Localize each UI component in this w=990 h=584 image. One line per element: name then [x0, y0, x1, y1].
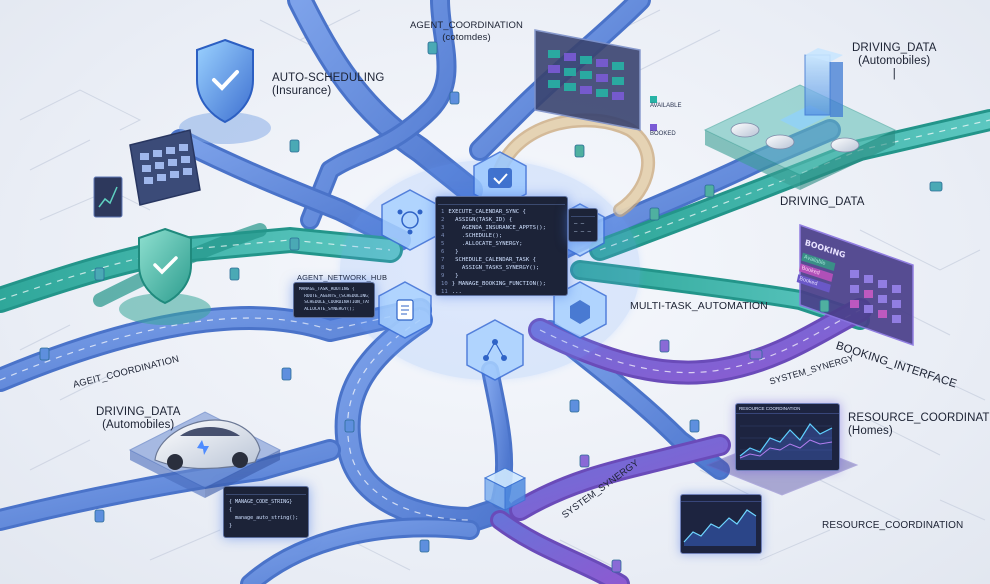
resource-chart-panel: RESOURCE COORDINATION — [735, 403, 840, 471]
legend-swatch-available — [650, 96, 657, 103]
code-line: manage_auto_string(); — [229, 514, 303, 522]
code-text: } — [229, 523, 233, 529]
code-text: MANAGE_TASK_ROUTING { — [299, 287, 355, 292]
multi-task-label: MULTI-TASK_AUTOMATION — [630, 300, 768, 312]
code-text: } — [448, 273, 459, 279]
bottom-cube — [483, 467, 527, 511]
schedule-board — [534, 29, 641, 131]
line-number: 11 — [441, 289, 448, 295]
code-line: } — [229, 522, 303, 530]
driving-data-mid-label: DRIVING_DATA — [780, 196, 865, 208]
car-platform — [128, 411, 282, 498]
code-text: } MANAGE_BOOKING_FUNCTION(); — [451, 281, 547, 287]
bottom-chart-panel — [680, 494, 762, 554]
auto-scheduling-label: AUTO-SCHEDULING (Insurance) — [272, 72, 385, 97]
hex-mid-right — [553, 281, 607, 339]
code-text: SCHEDULE_COORDINATION_TASKS() — [304, 300, 369, 305]
calendar-icon — [129, 129, 201, 206]
line-number: 3 — [441, 225, 445, 231]
line-number: 7 — [441, 257, 445, 263]
code-lines: { MANAGE_CODE_STRING} { manage_auto_strin… — [229, 498, 303, 530]
code-line: ALLOCATE_SYNERGY(); — [299, 307, 369, 314]
booking-board — [799, 223, 914, 347]
bottom-chart-titlebar — [681, 495, 761, 502]
code-text: { MANAGE_CODE_STRING} — [229, 499, 293, 505]
code-text: { — [229, 507, 233, 513]
line-number: 6 — [441, 249, 445, 255]
line-number: 10 — [441, 281, 448, 287]
resource-chart-title: RESOURCE COORDINATION — [736, 404, 839, 414]
code-text: .ALLOCATE_SYNERGY; — [448, 241, 523, 247]
code-text: SCHEDULE_CALENDAR_TASK { — [448, 257, 536, 263]
line-number: 2 — [441, 217, 445, 223]
code-text: ALLOCATE_SYNERGY(); — [299, 306, 355, 312]
hub-code-panel: MANAGE_TASK_ROUTING { ROUTE_AGENTS_(SCHE… — [293, 282, 375, 318]
code-chip-line: — — — — [574, 229, 591, 235]
code-text: .SCHEDULE(); — [448, 233, 503, 239]
code-line: 2 ASSIGN(TASK_ID) { — [441, 216, 562, 224]
purple-roads — [490, 113, 872, 584]
code-line: 11... — [441, 288, 562, 295]
code-line: { MANAGE_CODE_STRING} — [229, 498, 303, 506]
code-line: SCHEDULE_COORDINATION_TASKS() — [299, 300, 369, 307]
hex-bottom — [466, 319, 524, 381]
code-line: 8 ASSIGN_TASKS_SYNERGY(); — [441, 264, 562, 272]
chart-card-icon — [93, 176, 123, 218]
code-line: 4 .SCHEDULE(); — [441, 232, 562, 240]
shield-icon — [179, 38, 271, 144]
hex-mid-left — [378, 281, 432, 339]
code-text: ... — [451, 289, 462, 295]
resource-line-chart — [739, 423, 833, 460]
line-number: 1 — [441, 209, 445, 215]
line-number: 9 — [441, 273, 445, 279]
agent-coordination-top-label: AGENT_COORDINATION (cotomdes) — [410, 20, 523, 43]
code-text: manage_auto_string(); — [229, 515, 299, 521]
code-text: } — [448, 249, 459, 255]
code-line: 3 AGENDA_INSURANCE_APPTS(); — [441, 224, 562, 232]
code-chip-line: — — — [574, 221, 585, 227]
code-line: 7 SCHEDULE_CALENDAR_TASK { — [441, 256, 562, 264]
code-line: MANAGE_TASK_ROUTING { — [299, 287, 369, 294]
bottom-code-panel: { MANAGE_CODE_STRING} { manage_auto_strin… — [223, 486, 309, 538]
driving-data-top-label: DRIVING_DATA (Automobiles) | — [852, 42, 937, 80]
line-number: 8 — [441, 265, 445, 271]
code-text: AGENDA_INSURANCE_APPTS(); — [448, 225, 547, 231]
driving-data-left-label: DRIVING_DATA (Automobiles) — [96, 406, 181, 431]
code-panel-titlebar — [226, 489, 306, 495]
code-line: 9 } — [441, 272, 562, 280]
code-text: ROUTE_AGENTS_(SCHEDULING) — [299, 293, 369, 299]
code-line: 6 } — [441, 248, 562, 256]
line-number: 5 — [441, 241, 445, 247]
legend-swatch-booked — [650, 124, 657, 131]
code-lines: MANAGE_TASK_ROUTING { ROUTE_AGENTS_(SCHE… — [299, 287, 369, 313]
resource-coordination-bottom-label: RESOURCE_COORDINATION — [822, 520, 964, 531]
code-line: { — [229, 506, 303, 514]
line-number: 4 — [441, 233, 445, 239]
agent-network-hub-label: AGENT_NETWORK_HUB — [297, 273, 388, 282]
code-text: ASSIGN(TASK_ID) { — [448, 217, 513, 223]
resource-coordination-homes-label: RESOURCE_COORDINATION (Homes) — [848, 412, 990, 437]
bottom-area-chart — [683, 509, 757, 546]
code-line: ROUTE_AGENTS_(SCHEDULING) — [299, 294, 369, 301]
legend-item-booked: BOOKED — [650, 124, 676, 137]
city-block — [703, 48, 897, 190]
legend-item-available: AVAILABLE — [650, 96, 681, 109]
code-line: 10} MANAGE_BOOKING_FUNCTION(); — [441, 280, 562, 288]
code-line: 5 .ALLOCATE_SYNERGY; — [441, 240, 562, 248]
side-code-chip: — — — — — — [568, 208, 598, 242]
code-text: EXECUTE_CALENDAR_SYNC { — [448, 209, 526, 215]
shield-icon — [119, 227, 211, 325]
code-chip-titlebar — [571, 211, 595, 217]
code-text: ASSIGN_TASKS_SYNERGY(); — [448, 265, 540, 271]
code-panel-titlebar — [438, 199, 565, 205]
vehicles — [39, 41, 943, 573]
